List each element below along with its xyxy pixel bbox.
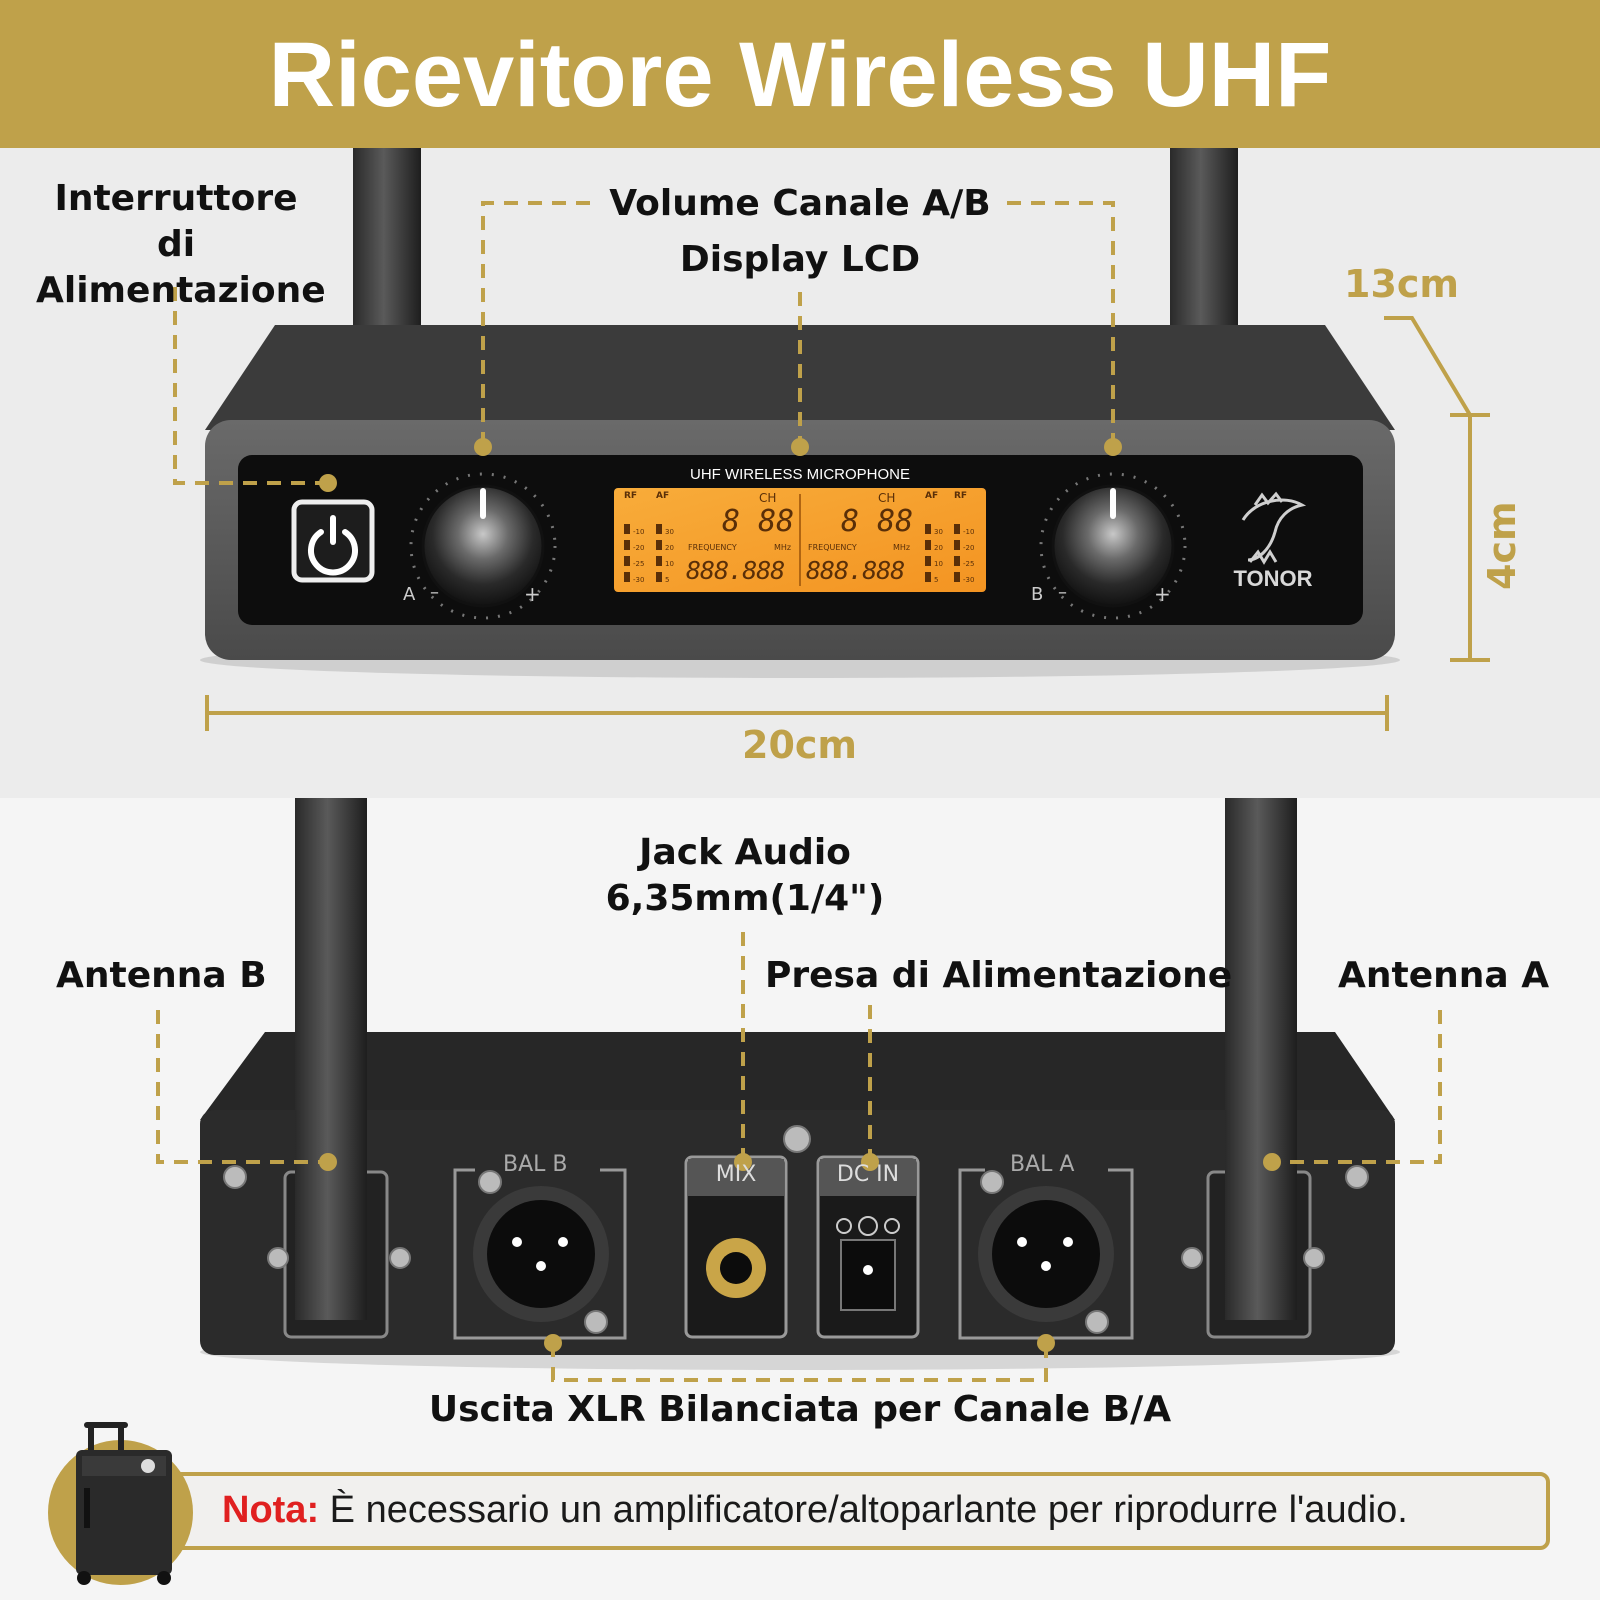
lcd-scale-left: -10-20-25-30 bbox=[633, 528, 645, 584]
header-banner bbox=[0, 0, 1600, 148]
port-label-dc-in: DC IN bbox=[836, 1162, 900, 1187]
label-xlr-output: Uscita XLR Bilanciata per Canale B/A bbox=[428, 1389, 1172, 1430]
rear-callout-lines bbox=[156, 932, 1442, 1382]
lcd-ch-b: CH bbox=[878, 491, 896, 505]
knob-b-minus: – bbox=[1058, 582, 1067, 603]
lcd-freq-digits-a: 888.888 bbox=[686, 556, 785, 585]
polarity-icon bbox=[836, 1216, 900, 1236]
front-callout-lines bbox=[173, 201, 1115, 485]
power-icon bbox=[308, 515, 358, 576]
tonor-logo-icon bbox=[1241, 491, 1307, 565]
lcd-af-left: AF bbox=[656, 491, 670, 501]
note-body: È necessario un amplificatore/altoparlan… bbox=[319, 1489, 1408, 1531]
label-volume: Volume Canale A/B bbox=[609, 183, 991, 224]
front-antenna-left bbox=[353, 148, 421, 328]
mix-jack-port bbox=[684, 1155, 788, 1339]
label-power-switch: Interruttore di Alimentazione bbox=[36, 178, 326, 311]
xlr-port-bal-a bbox=[958, 1168, 1134, 1340]
label-antenna-b: Antenna B bbox=[56, 955, 267, 996]
speaker-icon bbox=[76, 1422, 172, 1585]
lcd-title: UHF WIRELESS MICROPHONE bbox=[689, 466, 911, 483]
rear-device-lid bbox=[200, 1032, 1395, 1120]
lcd-frequency-a: FREQUENCY bbox=[688, 543, 737, 552]
brand-name: TONOR bbox=[1233, 566, 1313, 591]
dc-in-port bbox=[816, 1155, 920, 1339]
note-text: Nota: È necessario un amplificatore/alto… bbox=[222, 1484, 1408, 1536]
lcd-mhz-a: MHz bbox=[774, 543, 792, 552]
volume-knob-b bbox=[1039, 472, 1187, 620]
lcd-rf-left: RF bbox=[624, 491, 638, 501]
page-title: Ricevitore Wireless UHF bbox=[268, 24, 1332, 126]
knob-a-letter: A bbox=[403, 584, 416, 605]
port-label-mix: MIX bbox=[715, 1162, 757, 1187]
port-label-bal-b: BAL B bbox=[503, 1152, 568, 1177]
lcd-af-right: AF bbox=[925, 491, 939, 501]
note-prefix: Nota: bbox=[222, 1489, 320, 1531]
lcd-scale-right: -10-20-25-30 bbox=[963, 528, 975, 584]
label-power-socket: Presa di Alimentazione bbox=[765, 955, 1233, 996]
lcd-ch-a: CH bbox=[759, 491, 777, 505]
lcd-frequency-b: FREQUENCY bbox=[808, 543, 857, 552]
dimension-width: 20cm bbox=[742, 723, 858, 767]
lcd-rf-right: RF bbox=[954, 491, 968, 501]
front-antenna-right bbox=[1170, 148, 1238, 328]
lcd-ch-digits-a: 8 88 bbox=[722, 504, 795, 539]
antenna-b bbox=[295, 798, 367, 1320]
lcd-mhz-b: MHz bbox=[893, 543, 911, 552]
lcd-freq-digits-b: 888.888 bbox=[806, 556, 905, 585]
knob-a-minus: – bbox=[430, 582, 439, 603]
label-lcd: Display LCD bbox=[679, 239, 921, 280]
knob-b-plus: + bbox=[1154, 582, 1171, 606]
knob-a-plus: + bbox=[524, 582, 541, 606]
label-antenna-a: Antenna A bbox=[1338, 955, 1550, 996]
dimension-height: 4cm bbox=[1480, 501, 1524, 590]
volume-knob-a bbox=[409, 472, 557, 620]
lcd-meter-bars bbox=[624, 524, 960, 582]
knob-b-letter: B bbox=[1031, 584, 1044, 605]
label-jack-audio: Jack Audio 6,35mm(1/4") bbox=[605, 832, 885, 919]
xlr-port-bal-b bbox=[453, 1168, 627, 1340]
antenna-a bbox=[1225, 798, 1297, 1320]
port-label-bal-a: BAL A bbox=[1010, 1152, 1075, 1177]
power-button bbox=[291, 499, 375, 583]
dimension-depth: 13cm bbox=[1344, 262, 1460, 306]
dimension-lines bbox=[205, 316, 1490, 731]
lcd-ch-digits-b: 8 88 bbox=[841, 504, 914, 539]
rear-screws bbox=[223, 1125, 1369, 1334]
